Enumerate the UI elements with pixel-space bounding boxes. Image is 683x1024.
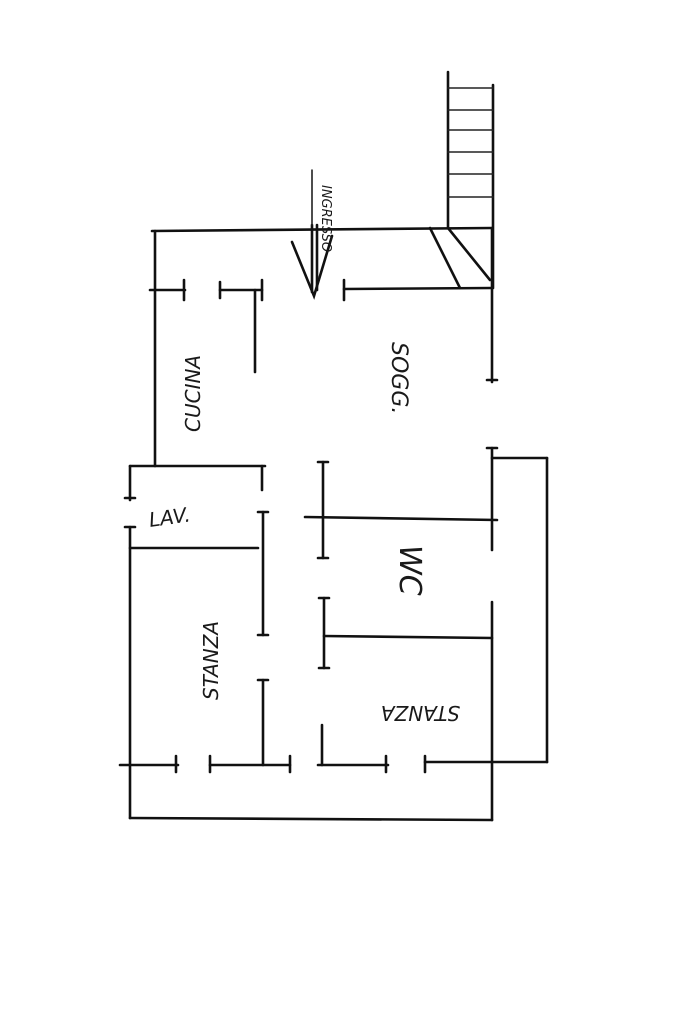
room-label-stanza-right: STANZA — [381, 701, 460, 725]
staircase — [428, 70, 495, 290]
room-label-wc: WC — [392, 545, 427, 596]
room-label-sogg: SOGG. — [386, 342, 411, 414]
entrance-wall — [342, 286, 494, 291]
entrance-arrow — [290, 169, 334, 300]
stanza-left-walls — [256, 510, 270, 767]
right-extension-wall — [423, 456, 549, 764]
lav-walls — [123, 464, 267, 820]
bottom-door-wall — [118, 723, 427, 774]
room-label-lav: LAV. — [147, 502, 192, 532]
entrance-label: INGRESSO — [318, 185, 333, 252]
room-label-cucina: CUCINA — [181, 355, 205, 432]
room-label-stanza-left: STANZA — [199, 621, 223, 700]
bottom-wall — [128, 816, 494, 822]
top-wall — [150, 226, 494, 233]
kitchen-doors — [148, 278, 264, 374]
wc-walls — [303, 460, 499, 670]
